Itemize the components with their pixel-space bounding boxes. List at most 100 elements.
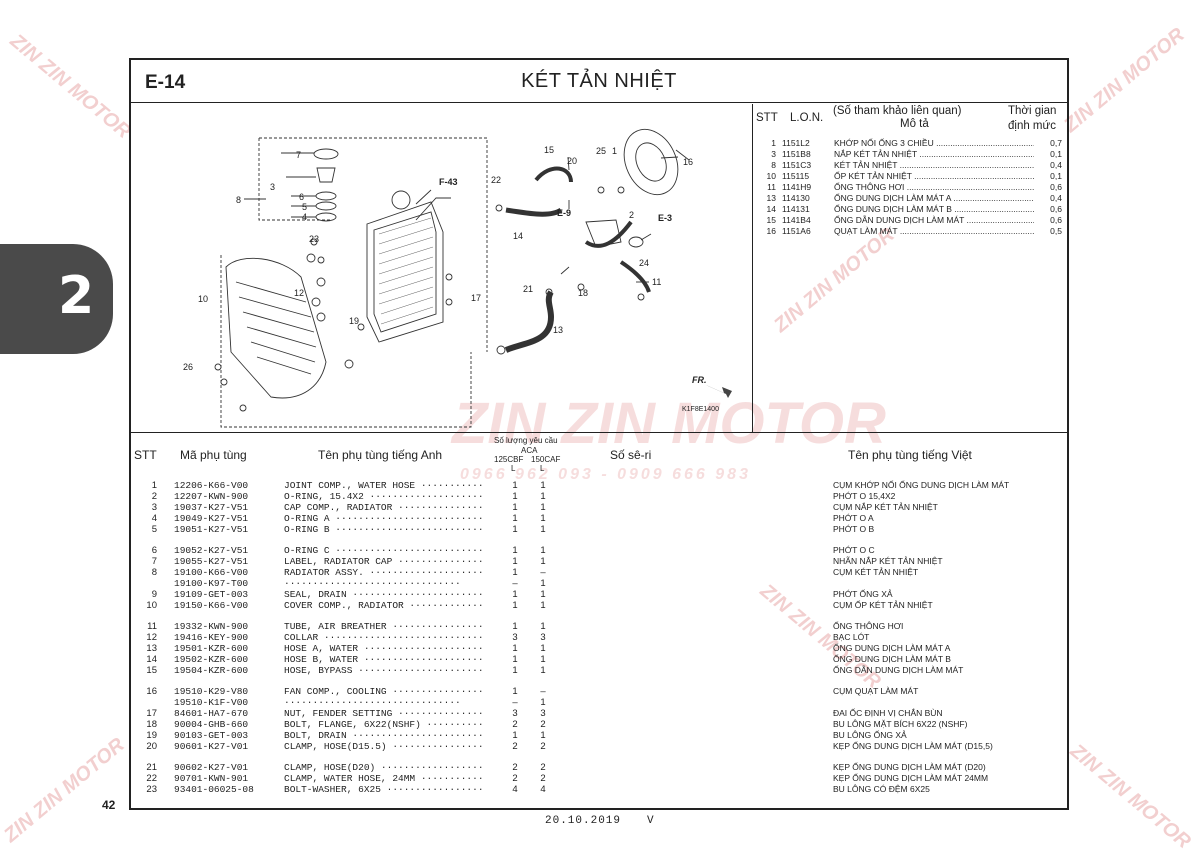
cell-q2: –	[540, 567, 546, 578]
section-tab: 2	[0, 244, 113, 354]
page-frame: E-14 KÉT TẢN NHIỆT	[129, 58, 1069, 810]
callout-26: 26	[183, 362, 193, 372]
cell-q1: 3	[512, 632, 518, 643]
cell-vn: BU LÔNG MẶT BÍCH 6X22 (NSHF)	[833, 719, 968, 729]
callout-19: 19	[349, 316, 359, 326]
ref-header-time-bottom: định mức	[1008, 120, 1056, 132]
parts-header-qty: Số lượng yêu cầu	[494, 436, 558, 445]
cell-q2: 1	[540, 578, 546, 589]
cell-part: 19052-K27-V51	[174, 545, 249, 556]
cell-stt: 19	[146, 730, 157, 741]
ref-cell-desc: ỐNG DUNG DỊCH LÀM MÁT B	[834, 204, 1034, 215]
section-tab-label: 2	[58, 266, 95, 326]
title-divider	[131, 102, 1067, 103]
cell-q2: 1	[540, 730, 546, 741]
ref-cell-code: 1151L2	[782, 138, 810, 148]
callout-21: 21	[523, 284, 533, 294]
ref-cell-time: 0,5	[1050, 226, 1062, 236]
cell-vn: CỤM KHỚP NỐI ỐNG DUNG DỊCH LÀM MÁT	[833, 480, 1010, 490]
cell-vn: CỤM KÉT TẢN NHIỆT	[833, 567, 919, 577]
cell-en: JOINT COMP., WATER HOSE	[284, 480, 484, 491]
cell-en: HOSE, BYPASS	[284, 665, 484, 676]
callout-8: 8	[236, 195, 241, 205]
cell-q1: 1	[512, 513, 518, 524]
cell-part: 19109-GET-003	[174, 589, 249, 600]
parts-header-part-no: Mã phụ tùng	[180, 448, 247, 462]
watermark-botleft: ZIN ZIN MOTOR	[0, 733, 129, 847]
cell-part: 12207-KWN-900	[174, 491, 249, 502]
callout-22: 22	[491, 175, 501, 185]
cell-part: 19051-K27-V51	[174, 524, 249, 535]
callout-13: 13	[553, 325, 563, 335]
cell-en: NUT, FENDER SETTING	[284, 708, 484, 719]
callout-10: 10	[198, 294, 208, 304]
ref-f43: F-43	[439, 177, 458, 187]
cell-en: O-RING A	[284, 513, 484, 524]
cell-q2: 2	[540, 762, 546, 773]
parts-header-l1: L	[511, 464, 516, 473]
ref-e9: E-9	[557, 208, 571, 218]
ref-cell-stt: 14	[766, 204, 776, 214]
cell-vn: ỐNG DẪN DUNG DỊCH LÀM MÁT	[833, 665, 964, 675]
cell-part: 19510-K1F-V00	[174, 697, 249, 708]
cell-stt: 16	[146, 686, 157, 697]
parts-header-name-en: Tên phụ tùng tiếng Anh	[318, 448, 443, 462]
cell-q2: 1	[540, 697, 546, 708]
ref-e3: E-3	[658, 213, 672, 223]
cell-stt: 21	[146, 762, 157, 773]
cell-part: 19100-K97-T00	[174, 578, 249, 589]
ref-cell-code: 1151B8	[782, 149, 811, 159]
ref-cell-code: 1141H9	[782, 182, 812, 192]
cell-q1: 1	[512, 589, 518, 600]
ref-cell-desc: KÉT TẢN NHIỆT	[834, 160, 1034, 171]
cell-part: 19150-K66-V00	[174, 600, 249, 611]
callout-7: 7	[296, 150, 301, 160]
cell-q1: 1	[512, 502, 518, 513]
cell-stt: 22	[146, 773, 157, 784]
cell-q1: 1	[512, 643, 518, 654]
cell-stt: 12	[146, 632, 157, 643]
cell-en: CLAMP, WATER HOSE, 24MM	[284, 773, 484, 784]
callout-3: 3	[270, 182, 275, 192]
callout-4: 4	[302, 212, 307, 222]
cell-stt: 18	[146, 719, 157, 730]
cell-q1: 2	[512, 741, 518, 752]
cell-part: 93401-06025-08	[174, 784, 254, 795]
cell-vn: PHỚT O 15,4X2	[833, 491, 896, 501]
cell-q1: 1	[512, 491, 518, 502]
cell-en: COVER COMP., RADIATOR	[284, 600, 484, 611]
section-code: E-14	[145, 72, 186, 93]
cell-vn: CỤM QUẠT LÀM MÁT	[833, 686, 919, 696]
cell-part: 12206-K66-V00	[174, 480, 249, 491]
ref-cell-desc: KHỚP NỐI ỐNG 3 CHIỀU	[834, 138, 1034, 149]
page-title: KÉT TẢN NHIỆT	[521, 70, 677, 92]
cell-part: 19100-K66-V00	[174, 567, 249, 578]
cell-q2: 1	[540, 589, 546, 600]
cell-q1: 1	[512, 480, 518, 491]
ref-cell-code: 114130	[782, 193, 810, 203]
ref-header-lon: L.O.N.	[790, 112, 824, 124]
watermark-botright: ZIN ZIN MOTOR	[1065, 740, 1195, 854]
cell-q1: 1	[512, 600, 518, 611]
parts-header-l2: L	[540, 464, 545, 473]
cell-q1: 1	[512, 567, 518, 578]
ref-cell-desc: ỐNG DUNG DỊCH LÀM MÁT A	[834, 193, 1034, 204]
callout-15: 15	[544, 145, 554, 155]
ref-header-stt: STT	[756, 112, 778, 124]
ref-cell-stt: 16	[766, 226, 776, 236]
cell-vn: CỤM ỐP KÉT TẢN NHIỆT	[833, 600, 933, 610]
cell-vn: PHỚT O A	[833, 513, 874, 523]
cell-q2: 1	[540, 556, 546, 567]
cell-en: HOSE A, WATER	[284, 643, 484, 654]
cell-q2: 1	[540, 480, 546, 491]
